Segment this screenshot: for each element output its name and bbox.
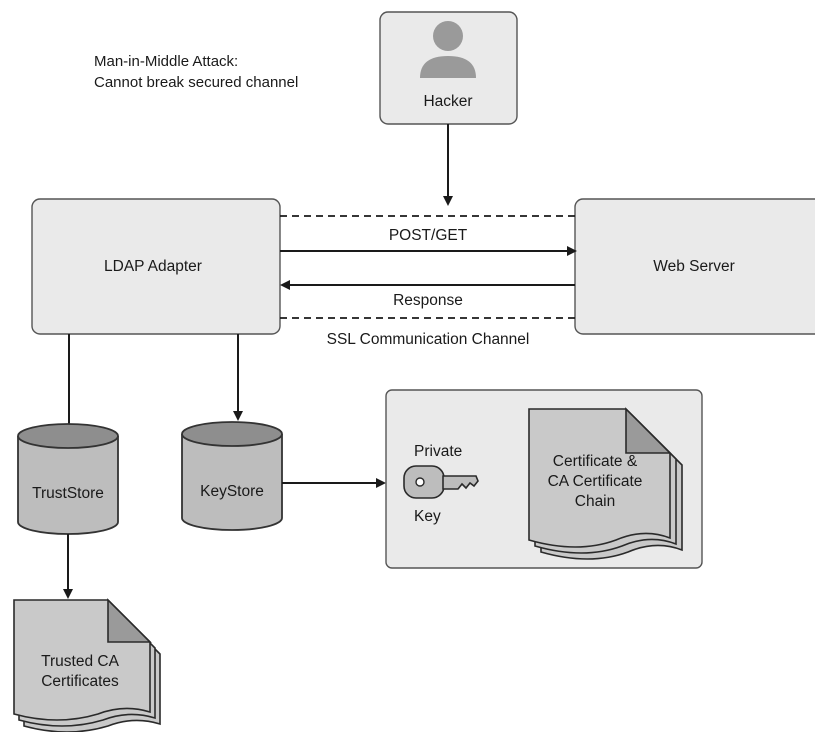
trusted-ca-label-line2: Certificates [41, 673, 119, 690]
web-server-node: Web Server [574, 198, 815, 335]
truststore-cylinder: TrustStore [17, 423, 119, 535]
certificate-chain-document: Certificate & CA Certificate Chain [528, 407, 683, 560]
person-icon [420, 21, 476, 78]
ldap-adapter-label: LDAP Adapter [104, 258, 202, 275]
response-label: Response [393, 292, 463, 309]
attack-note-line1: Man-in-Middle Attack: [94, 53, 238, 70]
ssl-channel-label: SSL Communication Channel [327, 331, 530, 348]
trusted-ca-label-line1: Trusted CA [41, 653, 119, 670]
cert-chain-label-line2: CA Certificate [548, 473, 643, 490]
truststore-label: TrustStore [32, 485, 104, 502]
attack-note-line2: Cannot break secured channel [94, 74, 298, 91]
post-get-label: POST/GET [389, 227, 468, 244]
trusted-ca-document: Trusted CA Certificates [13, 598, 161, 732]
web-server-label: Web Server [653, 258, 735, 275]
key-icon [403, 465, 479, 499]
cert-chain-label-line3: Chain [575, 493, 616, 510]
hacker-node: Hacker [379, 11, 518, 125]
private-key-label-line1: Private [414, 443, 462, 460]
private-key-label-line2: Key [414, 508, 441, 525]
hacker-label: Hacker [423, 93, 472, 110]
ldap-adapter-node: LDAP Adapter [31, 198, 281, 335]
keystore-label: KeyStore [200, 483, 264, 500]
cert-chain-label-line1: Certificate & [553, 453, 638, 470]
keystore-cylinder: KeyStore [181, 421, 283, 531]
